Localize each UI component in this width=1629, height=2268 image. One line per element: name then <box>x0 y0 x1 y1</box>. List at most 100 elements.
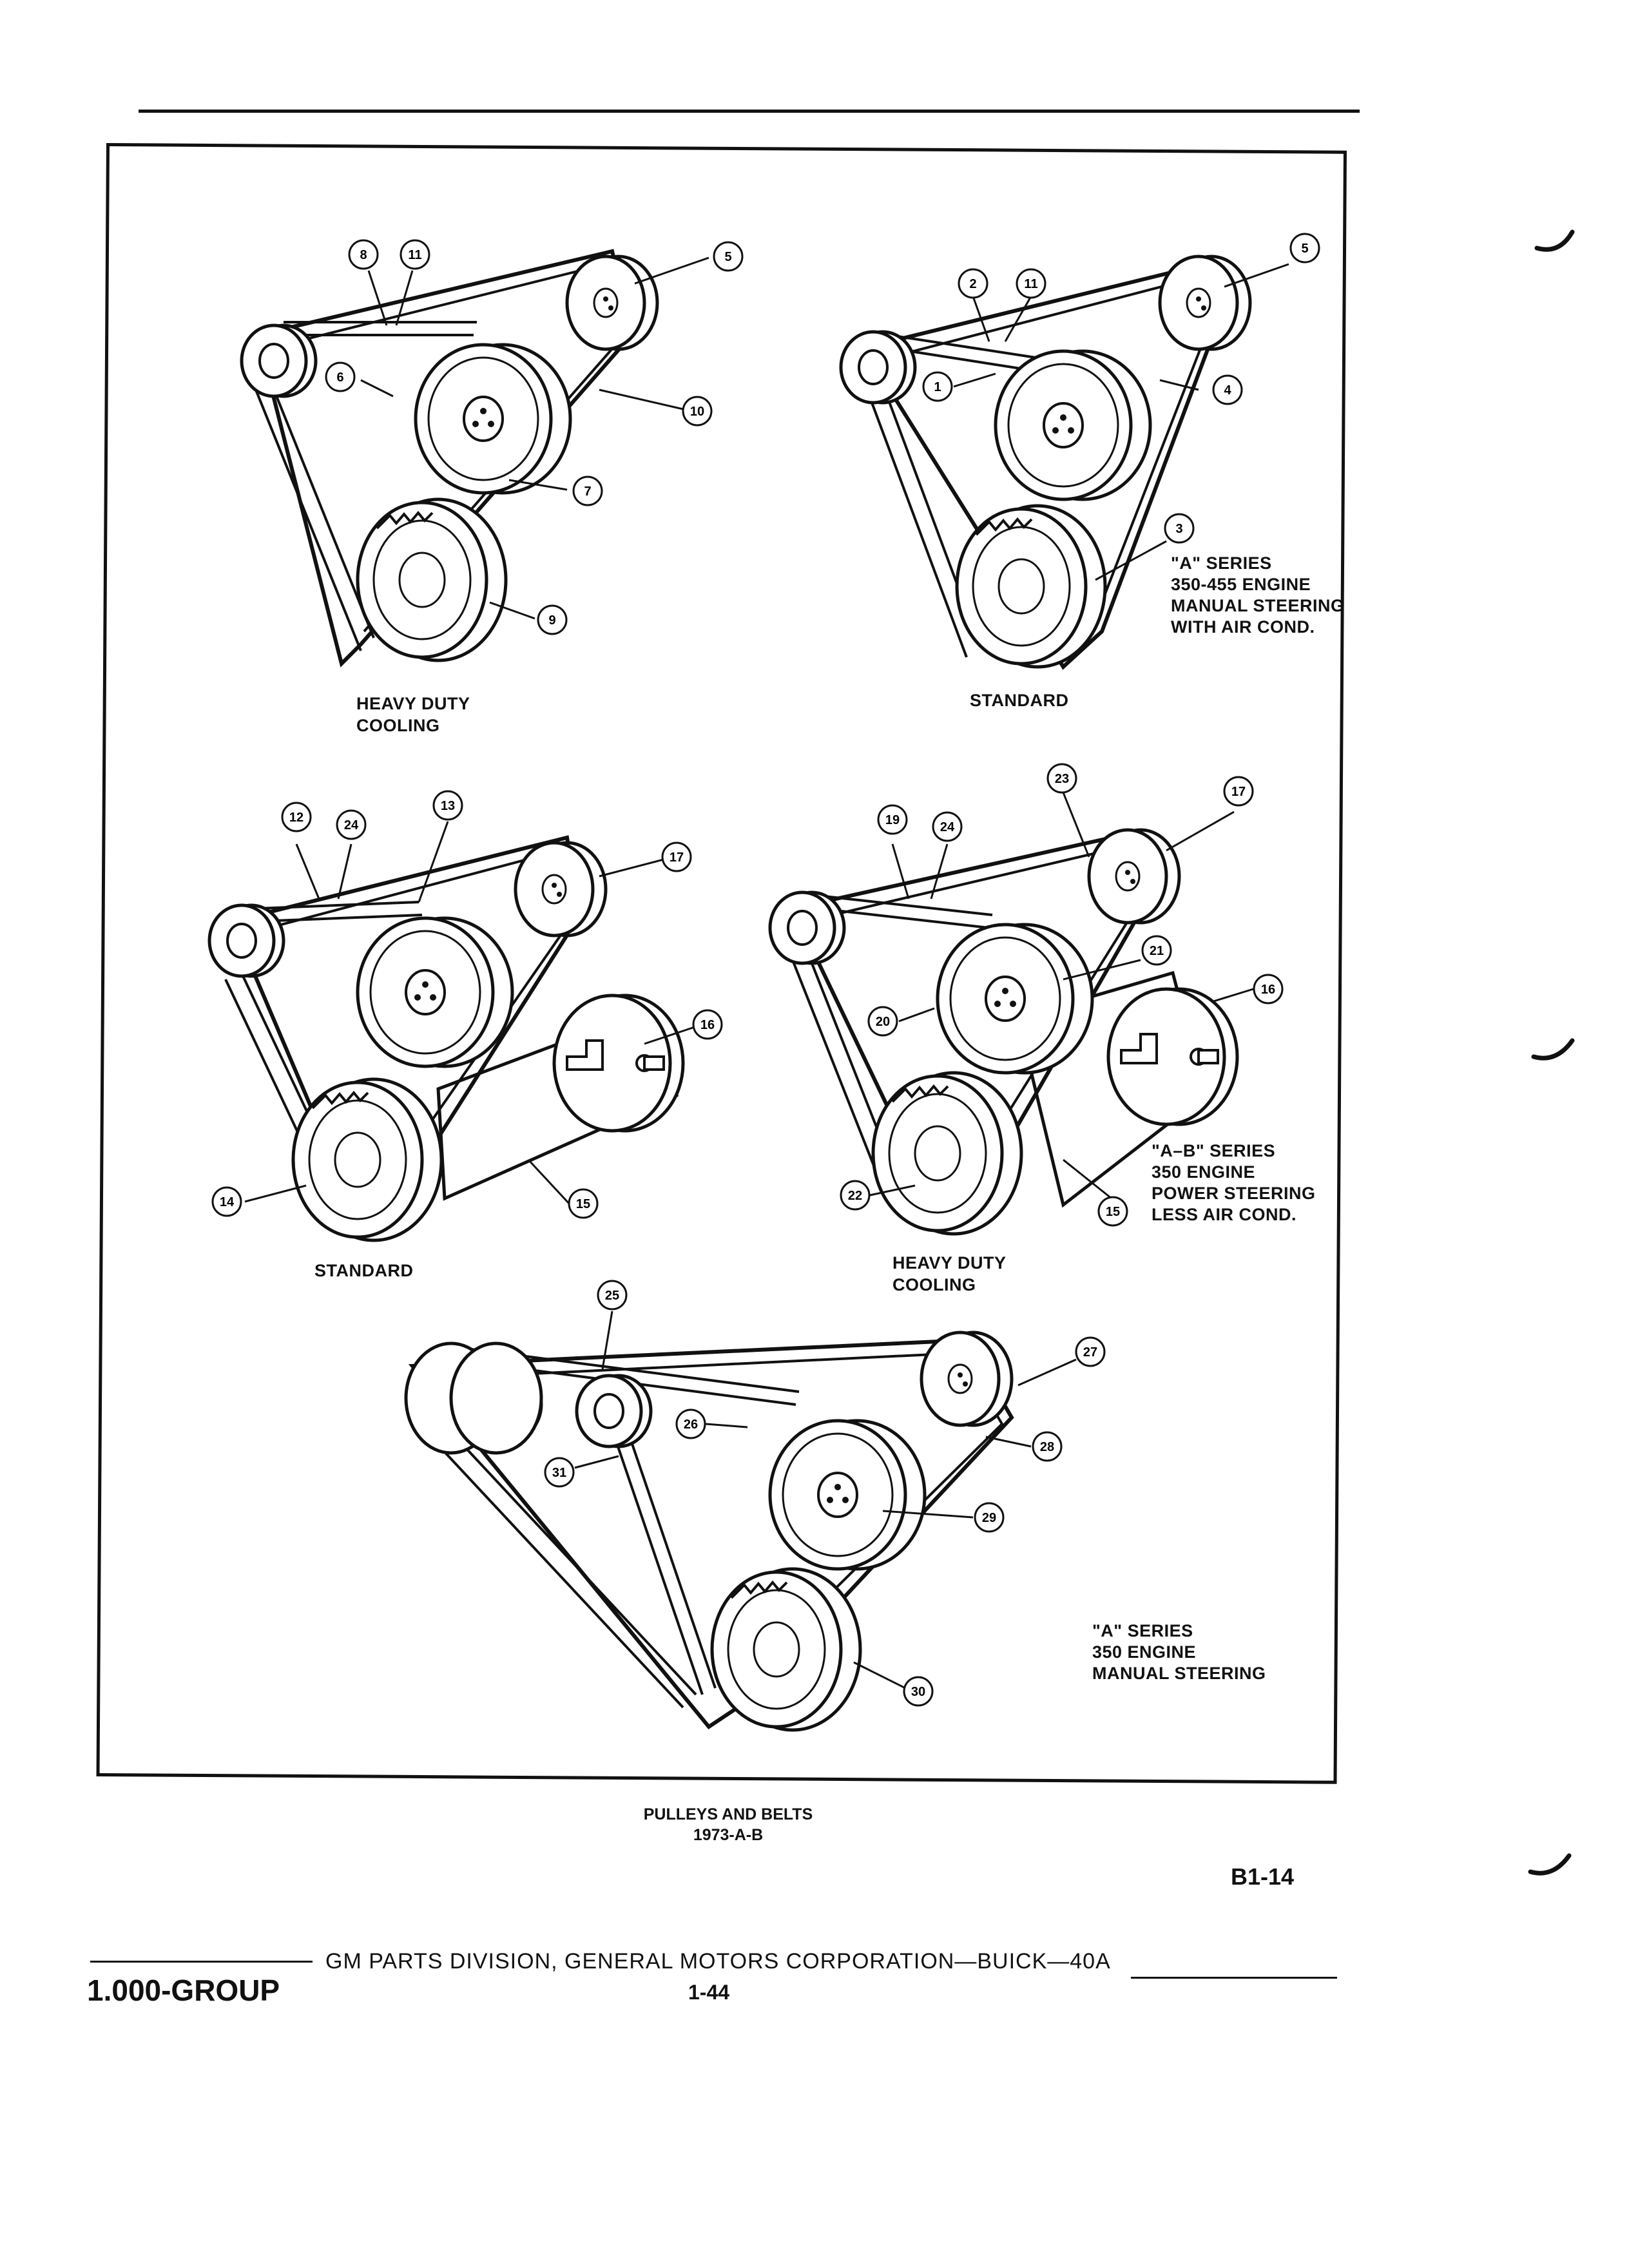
note-line: "A" SERIES <box>1171 553 1272 573</box>
callout-label: 29 <box>982 1511 996 1525</box>
callout-label: 13 <box>441 799 455 813</box>
callout-label: 16 <box>700 1018 715 1032</box>
callout-19: 19 <box>877 804 908 835</box>
note-line: LESS AIR COND. <box>1152 1205 1297 1224</box>
callout-10: 10 <box>682 396 713 427</box>
callout-label: 30 <box>911 1685 925 1699</box>
note-line: "A–B" SERIES <box>1152 1141 1276 1160</box>
binder-marks <box>1528 229 1575 1876</box>
note-line: MANUAL STEERING <box>1092 1664 1266 1683</box>
callout-2: 2 <box>958 268 988 299</box>
note-line: "A" SERIES <box>1092 1621 1193 1640</box>
callout-label: 15 <box>576 1197 590 1211</box>
callout-20: 20 <box>867 1006 898 1037</box>
callout-9: 9 <box>537 604 568 635</box>
footer-rule-right <box>1131 1977 1337 1979</box>
callout-label: 9 <box>548 613 555 628</box>
callout-label: 21 <box>1150 944 1164 958</box>
callout-label: 5 <box>724 250 731 264</box>
footer-page-number: 1-44 <box>688 1981 730 2004</box>
note-ab-series-350: "A–B" SERIES 350 ENGINE POWER STEERING L… <box>1152 1140 1316 1225</box>
callout-label: 20 <box>876 1015 890 1029</box>
callout-circles: 8 11 5 6 10 7 9 2 11 5 1 4 3 12 24 13 17… <box>211 233 1320 1707</box>
callout-15: 15 <box>568 1188 599 1219</box>
callout-25: 25 <box>597 1280 628 1311</box>
callout-label: 22 <box>848 1189 862 1203</box>
callout-label: 15 <box>1106 1205 1120 1219</box>
callout-label: 11 <box>1024 277 1037 291</box>
callout-11b: 11 <box>1016 268 1046 299</box>
callout-28: 28 <box>1032 1431 1063 1462</box>
callout-24: 24 <box>336 809 367 840</box>
top-rule <box>139 110 1360 113</box>
callout-label: 17 <box>1231 785 1246 799</box>
footer-division: GM PARTS DIVISION, GENERAL MOTORS CORPOR… <box>325 1949 1111 1974</box>
callout-label: 8 <box>360 248 367 262</box>
leader-lines <box>244 256 1289 1689</box>
callout-label: 28 <box>1040 1440 1054 1454</box>
note-a-series-350: "A" SERIES 350 ENGINE MANUAL STEERING <box>1092 1620 1266 1684</box>
diagram-a-series-350 <box>404 1332 1014 1730</box>
callout-label: 26 <box>684 1418 698 1432</box>
callout-27: 27 <box>1075 1336 1106 1367</box>
callout-label: 10 <box>690 405 704 419</box>
footer-rule-left <box>90 1961 313 1963</box>
callout-label: 23 <box>1055 772 1069 786</box>
callout-16: 16 <box>692 1009 723 1040</box>
callout-label: 6 <box>336 370 343 385</box>
callout-13: 13 <box>432 790 463 821</box>
callout-12: 12 <box>281 802 312 832</box>
callout-30: 30 <box>903 1676 934 1707</box>
footer-group: 1.000-GROUP <box>87 1974 280 2007</box>
callout-label: 24 <box>940 820 955 834</box>
note-line: WITH AIR COND. <box>1171 617 1315 637</box>
caption-heavy-duty-cooling-2: HEAVY DUTY COOLING <box>892 1253 1007 1294</box>
callout-15b: 15 <box>1097 1196 1128 1227</box>
callout-label: 1 <box>934 380 941 394</box>
note-line: 350 ENGINE <box>1092 1642 1197 1662</box>
callout-label: 2 <box>969 277 976 291</box>
caption-heavy-duty-cooling-1: HEAVY DUTY COOLING <box>356 694 470 735</box>
callout-29: 29 <box>974 1502 1005 1533</box>
callout-24b: 24 <box>932 811 963 842</box>
callout-label: 7 <box>584 485 591 499</box>
callout-11: 11 <box>400 239 430 270</box>
page-id: B1-14 <box>1231 1863 1295 1890</box>
callout-label: 11 <box>408 248 421 262</box>
diagram-heavy-duty-cooling-2 <box>770 830 1237 1234</box>
callout-26: 26 <box>675 1408 706 1439</box>
figure-title-line1: PULLEYS AND BELTS <box>643 1805 813 1823</box>
callout-label: 14 <box>220 1195 235 1209</box>
caption-standard-1: STANDARD <box>970 691 1069 710</box>
note-line: MANUAL STEERING <box>1171 596 1345 615</box>
callout-7: 7 <box>572 476 603 506</box>
callout-8: 8 <box>348 239 379 270</box>
callout-5: 5 <box>713 241 744 272</box>
callout-6: 6 <box>325 361 356 392</box>
callout-23: 23 <box>1046 763 1077 794</box>
callout-22: 22 <box>840 1180 871 1211</box>
callout-31: 31 <box>544 1457 575 1488</box>
diagram-standard-1 <box>841 256 1250 670</box>
callout-label: 24 <box>344 818 359 832</box>
callout-16b: 16 <box>1253 974 1284 1004</box>
callout-17: 17 <box>661 841 692 872</box>
note-line: 350-455 ENGINE <box>1171 575 1311 594</box>
callout-17b: 17 <box>1223 776 1254 807</box>
callout-label: 3 <box>1175 522 1182 536</box>
callout-label: 16 <box>1261 983 1275 997</box>
note-a-series-350-455: "A" SERIES 350-455 ENGINE MANUAL STEERIN… <box>1171 553 1345 638</box>
note-line: 350 ENGINE <box>1152 1162 1256 1182</box>
diagram-heavy-duty-cooling-1 <box>242 249 657 668</box>
note-line: POWER STEERING <box>1152 1184 1316 1203</box>
callout-14: 14 <box>211 1186 242 1217</box>
callout-label: 5 <box>1301 242 1308 256</box>
callout-label: 31 <box>552 1466 566 1480</box>
callout-label: 27 <box>1083 1345 1097 1360</box>
callout-1: 1 <box>922 371 953 402</box>
callout-label: 17 <box>670 850 684 865</box>
figure-title: PULLEYS AND BELTS 1973-A-B <box>599 1804 857 1845</box>
callout-label: 19 <box>885 813 900 827</box>
caption-standard-2: STANDARD <box>314 1261 414 1280</box>
